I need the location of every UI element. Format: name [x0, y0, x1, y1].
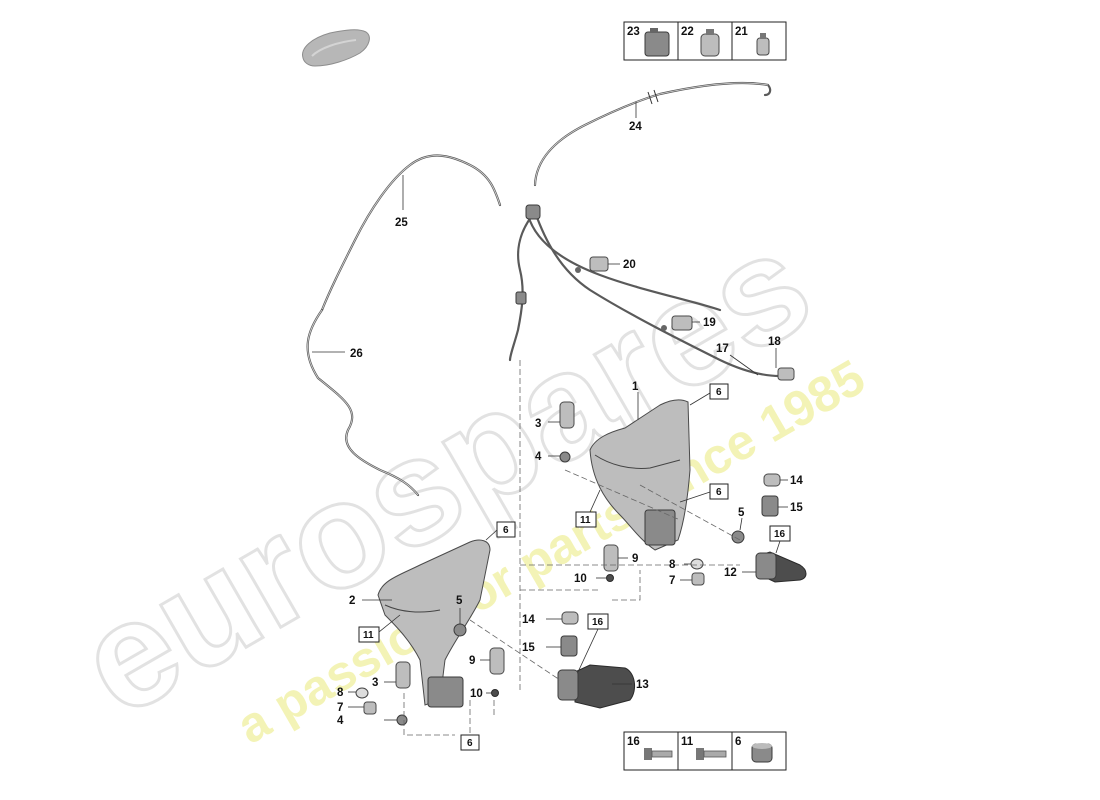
bottle-icon: [700, 29, 720, 57]
hose-25: [320, 154, 502, 312]
ref-box-16b-label: 16: [592, 617, 604, 628]
small-bottle-icon: [756, 33, 770, 56]
callout-1: 1: [632, 381, 639, 393]
hose-26: [306, 308, 420, 497]
ref-box-11a-label: 11: [580, 515, 591, 526]
sensor-8b: [348, 687, 369, 699]
grommet-5a: [731, 517, 745, 544]
ref-box-6a-label: 6: [716, 387, 722, 398]
callout-4b: 4: [337, 715, 344, 727]
legend-top: 23 22 21: [623, 21, 787, 61]
pump-3a: [548, 401, 575, 429]
legend-label-22: 22: [681, 26, 694, 38]
sensor-8a: [684, 558, 704, 570]
callout-18: 18: [768, 336, 781, 348]
bolt-icon: [696, 748, 727, 760]
clip-10a: [596, 574, 614, 582]
legend-bottom: 16 11 6: [623, 731, 787, 771]
callout-5a: 5: [738, 507, 745, 519]
sleeve-15b: [546, 635, 578, 657]
ref-box-16a: 16: [769, 525, 791, 554]
callout-10a: 10: [574, 573, 587, 585]
callout-20: 20: [623, 259, 636, 271]
ref-box-6c: 6: [485, 521, 516, 541]
ref-box-16b: 16: [577, 613, 609, 673]
nozzle-20: [575, 256, 620, 273]
callout-3b: 3: [372, 677, 378, 689]
callout-7b: 7: [337, 702, 343, 714]
callout-7a: 7: [669, 575, 675, 587]
legend-label-6: 6: [735, 736, 741, 748]
pump-3b: [384, 661, 411, 689]
ref-box-6b-label: 6: [716, 487, 722, 498]
cap-14a: [763, 473, 788, 487]
dashed-guides: [403, 360, 741, 740]
callouts: 1 2 3 3 4 4 5 5 7 7 8 8 9 9 10 10 12 13 …: [337, 121, 803, 727]
legend-label-23: 23: [627, 26, 640, 38]
callout-8a: 8: [669, 559, 676, 571]
callout-10b: 10: [470, 688, 483, 700]
callout-26: 26: [350, 348, 363, 360]
callout-19: 19: [703, 317, 716, 329]
pump-9a: [603, 544, 628, 572]
callout-5b: 5: [456, 595, 463, 607]
canister-icon: [644, 28, 670, 57]
callout-9a: 9: [632, 553, 638, 565]
callout-15a: 15: [790, 502, 803, 514]
sensor-7a: [680, 572, 705, 586]
callout-4a: 4: [535, 451, 542, 463]
ref-box-6a: 6: [689, 383, 729, 406]
ref-box-16a-label: 16: [774, 529, 786, 540]
callout-24: 24: [629, 121, 642, 133]
washer-tank-1: [589, 392, 691, 551]
ref-box-11a: 11: [575, 489, 601, 528]
filler-neck-13: [557, 664, 636, 709]
callout-8b: 8: [337, 687, 344, 699]
hose-24: [533, 81, 772, 187]
ref-box-6d: 6: [460, 734, 480, 751]
bolt-icon: [644, 748, 673, 760]
callout-17: 17: [716, 343, 729, 355]
pump-9b: [480, 647, 505, 675]
grommet-icon: [751, 743, 773, 763]
washer-tank-2: [362, 539, 491, 708]
connector-18: [775, 348, 795, 381]
ref-box-6c-label: 6: [503, 525, 509, 536]
hose-bundle: [508, 204, 782, 378]
ref-box-6b: 6: [679, 483, 729, 503]
callout-14b: 14: [522, 614, 535, 626]
vehicle-silhouette-icon: [302, 29, 370, 67]
callout-13: 13: [636, 679, 649, 691]
legend-label-11: 11: [681, 736, 694, 748]
callout-15b: 15: [522, 642, 535, 654]
sleeve-15a: [761, 495, 788, 517]
seal-4a: [548, 451, 571, 463]
nozzle-19: [661, 315, 700, 331]
callout-25: 25: [395, 217, 408, 229]
legend-label-21: 21: [735, 26, 748, 38]
ref-box-11b: 11: [358, 614, 401, 643]
clip-10b: [486, 689, 499, 697]
callout-3a: 3: [535, 418, 541, 430]
legend-label-16: 16: [627, 736, 640, 748]
seal-4b: [384, 714, 408, 726]
filler-neck-12: [742, 551, 807, 583]
callout-14a: 14: [790, 475, 803, 487]
callout-9b: 9: [469, 655, 475, 667]
grommet-5b: [453, 608, 467, 637]
ref-box-6d-label: 6: [467, 738, 473, 749]
callout-2: 2: [349, 595, 355, 607]
watermark: eurospares a passion for parts since 198…: [51, 196, 875, 754]
cap-14b: [546, 611, 579, 625]
sensor-7b: [348, 701, 377, 715]
callout-12: 12: [724, 567, 737, 579]
ref-box-11b-label: 11: [363, 630, 374, 641]
